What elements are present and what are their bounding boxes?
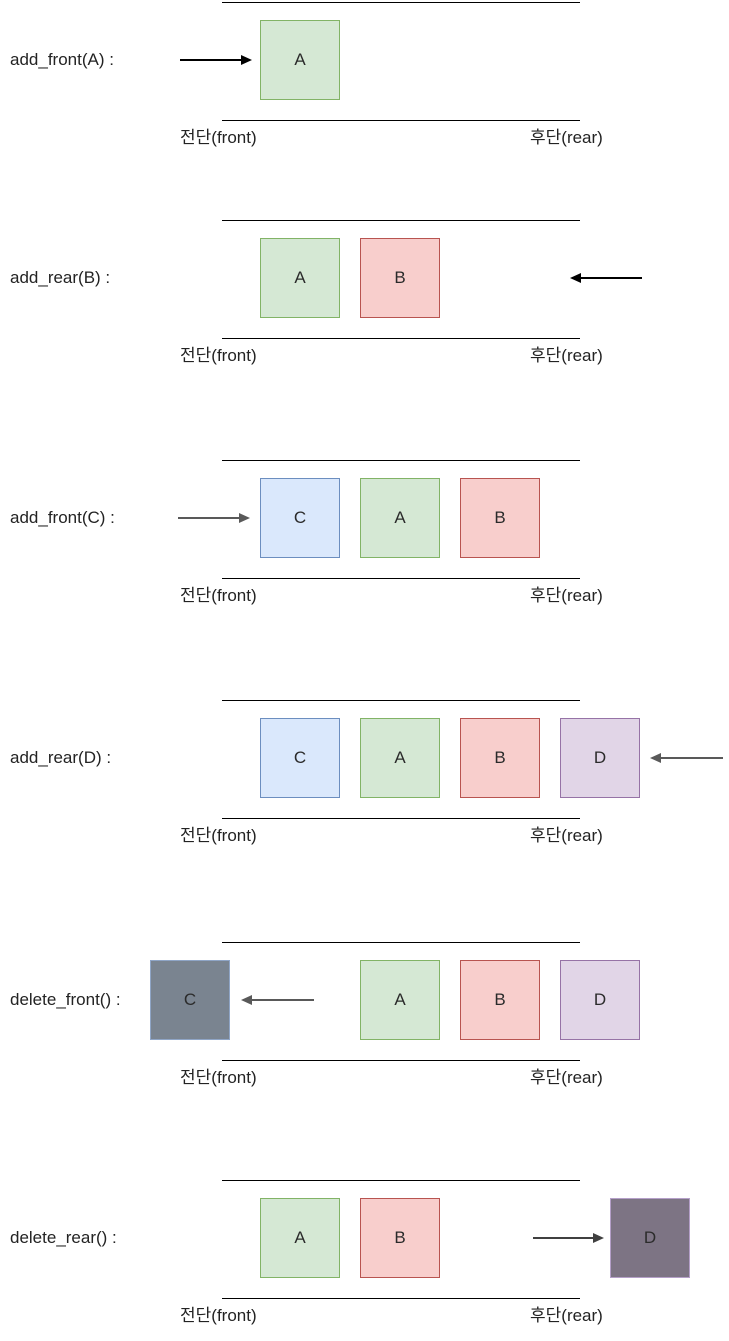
- deque-item-label: B: [394, 268, 406, 287]
- deque-item-box-d-removed: D: [610, 1198, 690, 1278]
- deque-item-box-a: A: [260, 1198, 340, 1278]
- arrow-shaft: [579, 277, 642, 279]
- arrow-right-icon: [533, 1232, 604, 1244]
- deque-item-box-b: B: [360, 1198, 440, 1278]
- deque-item-box-c: C: [260, 718, 340, 798]
- deque-item-label: A: [294, 50, 306, 69]
- deque-track-bottom-line: [222, 120, 580, 121]
- deque-track-top-line: [222, 460, 580, 461]
- rear-label: 후단(rear): [530, 128, 603, 147]
- deque-track-top-line: [222, 1180, 580, 1181]
- rear-label: 후단(rear): [530, 826, 603, 845]
- operation-label: add_front(C) :: [10, 508, 115, 527]
- deque-item-label: B: [494, 508, 506, 527]
- arrow-left-icon: [570, 272, 642, 284]
- deque-operation-row: add_rear(B) : 전단(front) 후단(rear) A B: [0, 220, 729, 460]
- deque-item-box-a: A: [360, 478, 440, 558]
- deque-item-box-d: D: [560, 718, 640, 798]
- rear-label: 후단(rear): [530, 1068, 603, 1087]
- deque-operation-row: add_front(C) : 전단(front) 후단(rear) C A B: [0, 460, 729, 700]
- deque-item-box-a: A: [360, 960, 440, 1040]
- arrow-head: [239, 512, 250, 523]
- deque-item-label: A: [294, 268, 306, 287]
- arrow-right-icon: [178, 512, 250, 524]
- deque-item-label: B: [494, 748, 506, 767]
- deque-item-box-a: A: [260, 238, 340, 318]
- deque-track-top-line: [222, 2, 580, 3]
- arrow-head: [570, 272, 581, 283]
- front-label: 전단(front): [180, 346, 257, 365]
- deque-item-label: B: [394, 1228, 406, 1247]
- rear-label: 후단(rear): [530, 586, 603, 605]
- arrow-head: [593, 1232, 604, 1243]
- deque-operation-row: add_rear(D) : 전단(front) 후단(rear) C A B D: [0, 700, 729, 940]
- operation-label: add_rear(B) :: [10, 268, 111, 287]
- deque-operation-row: delete_front() : 전단(front) 후단(rear) C A …: [0, 942, 729, 1182]
- deque-item-label: A: [394, 748, 406, 767]
- deque-item-label: C: [183, 990, 197, 1009]
- deque-track-bottom-line: [222, 578, 580, 579]
- deque-item-box-c: C: [260, 478, 340, 558]
- arrow-shaft: [180, 59, 243, 61]
- deque-track-bottom-line: [222, 338, 580, 339]
- deque-item-label: C: [293, 748, 307, 767]
- deque-operation-row: delete_rear() : 전단(front) 후단(rear) A B D: [0, 1180, 729, 1341]
- rear-label: 후단(rear): [530, 1306, 603, 1325]
- arrow-right-icon: [180, 54, 252, 66]
- deque-item-box-b: B: [360, 238, 440, 318]
- front-label: 전단(front): [180, 586, 257, 605]
- deque-track-bottom-line: [222, 818, 580, 819]
- deque-track-bottom-line: [222, 1298, 580, 1299]
- deque-item-box-a: A: [260, 20, 340, 100]
- deque-item-label: D: [593, 990, 607, 1009]
- deque-item-box-a: A: [360, 718, 440, 798]
- deque-track-top-line: [222, 220, 580, 221]
- arrow-left-icon: [650, 752, 723, 764]
- front-label: 전단(front): [180, 1306, 257, 1325]
- arrow-left-icon: [241, 994, 314, 1006]
- arrow-shaft: [533, 1237, 595, 1239]
- deque-track-top-line: [222, 942, 580, 943]
- deque-item-box-b: B: [460, 478, 540, 558]
- front-label: 전단(front): [180, 1068, 257, 1087]
- arrow-head: [241, 54, 252, 65]
- deque-item-box-c-removed: C: [150, 960, 230, 1040]
- arrow-shaft: [250, 999, 314, 1001]
- operation-label: delete_rear() :: [10, 1228, 117, 1247]
- deque-item-box-b: B: [460, 718, 540, 798]
- deque-item-label: A: [394, 990, 406, 1009]
- arrow-head: [241, 994, 252, 1005]
- deque-item-label: D: [593, 748, 607, 767]
- deque-item-box-b: B: [460, 960, 540, 1040]
- deque-item-label: B: [494, 990, 506, 1009]
- arrow-shaft: [178, 517, 241, 519]
- front-label: 전단(front): [180, 128, 257, 147]
- operation-label: delete_front() :: [10, 990, 121, 1009]
- operation-label: add_rear(D) :: [10, 748, 112, 767]
- front-label: 전단(front): [180, 826, 257, 845]
- deque-item-box-d: D: [560, 960, 640, 1040]
- deque-item-label: A: [294, 1228, 306, 1247]
- rear-label: 후단(rear): [530, 346, 603, 365]
- arrow-head: [650, 752, 661, 763]
- operation-label: add_front(A) :: [10, 50, 114, 69]
- arrow-shaft: [659, 757, 723, 759]
- deque-item-label: D: [643, 1228, 657, 1247]
- deque-item-label: C: [293, 508, 307, 527]
- deque-operation-row: add_front(A) : 전단(front) 후단(rear) A: [0, 2, 729, 242]
- deque-track-bottom-line: [222, 1060, 580, 1061]
- deque-track-top-line: [222, 700, 580, 701]
- deque-item-label: A: [394, 508, 406, 527]
